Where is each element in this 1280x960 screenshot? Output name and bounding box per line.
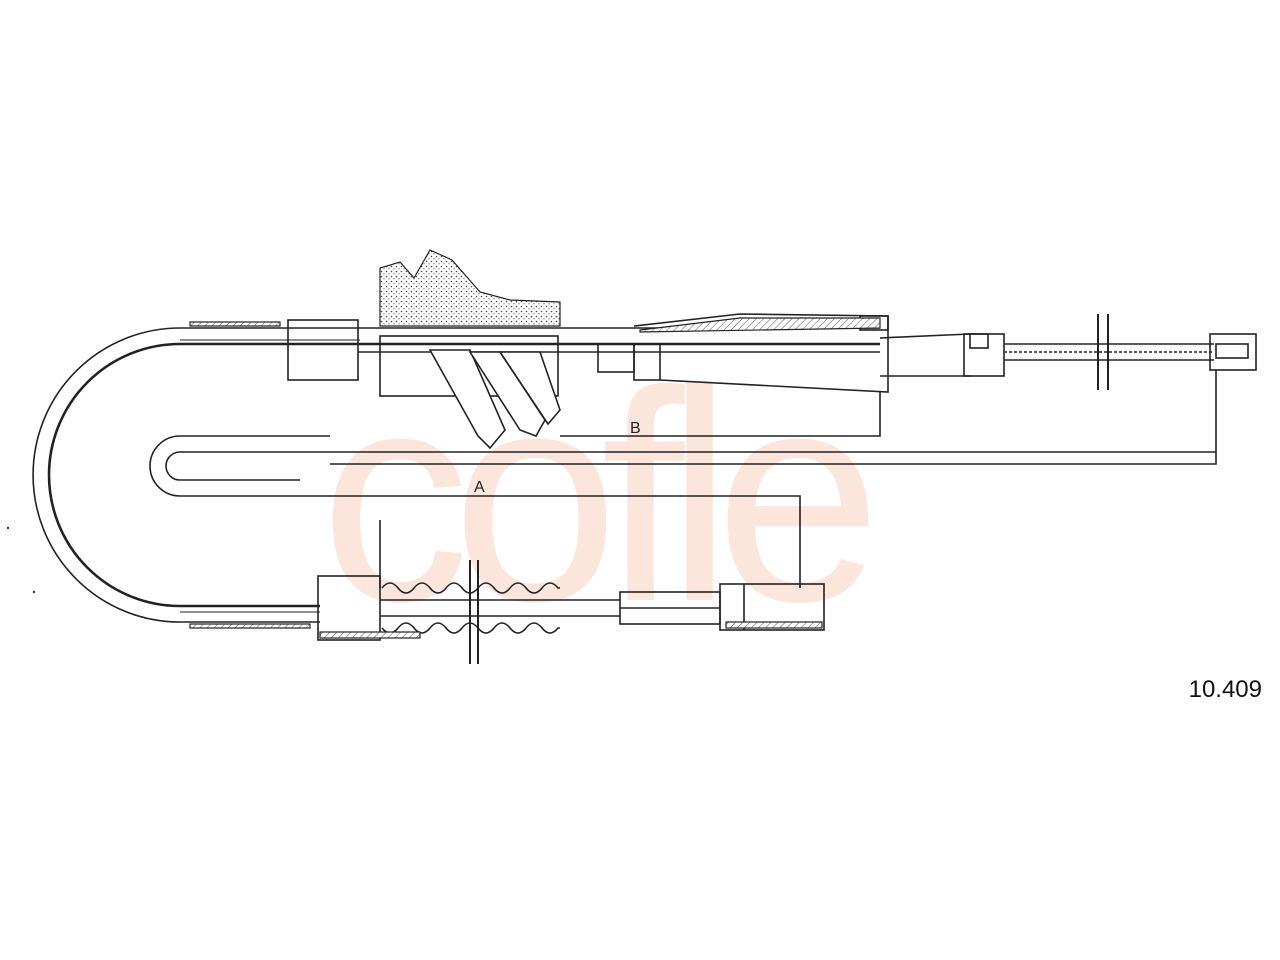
dimension-a-label: A: [474, 479, 485, 496]
dimension-loop: [149, 435, 330, 497]
lower-grommet: [317, 575, 381, 641]
lower-end-fitting: [719, 583, 825, 631]
dimension-b-label: B: [630, 420, 641, 437]
lever-bracket: [379, 249, 561, 327]
cable-end-nipple: [1209, 333, 1257, 371]
inner-sheath-curve: [47, 342, 358, 608]
upper-grommet: [287, 319, 359, 381]
section-fills: [189, 249, 881, 639]
part-number: 10.409: [1188, 676, 1262, 703]
lever-arms: [428, 349, 561, 450]
outer-sheath-curve: [32, 327, 358, 623]
